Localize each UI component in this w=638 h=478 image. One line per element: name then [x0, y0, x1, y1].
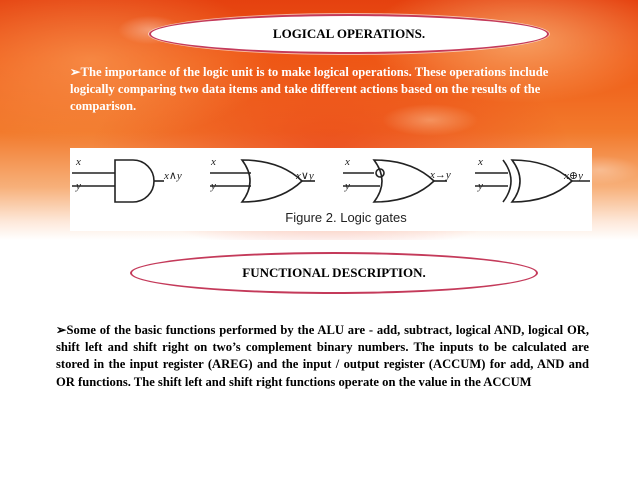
implication-output: x→y [430, 169, 451, 181]
implication-input-y: y [345, 180, 350, 192]
body-paragraph: ➢Some of the basic functions performed b… [56, 323, 589, 389]
implication-gate-icon [343, 159, 447, 203]
heading-logical-operations-text: LOGICAL OPERATIONS. [272, 26, 426, 41]
or-input-y: y [211, 180, 216, 192]
and-gate-icon [72, 159, 164, 203]
logic-gates-figure: x y x∧y x y x∨y x y x→y x y x⊕y Figure 2… [70, 148, 592, 231]
or-gate-icon [210, 159, 315, 203]
heading-functional-description-text: FUNCTIONAL DESCRIPTION. [242, 265, 426, 280]
and-output: x∧y [164, 170, 182, 182]
figure-caption-text: Figure 2. Logic gates [285, 210, 407, 225]
logic-gates-diagram [72, 159, 590, 203]
xor-input-x: x [478, 156, 483, 168]
and-input-x: x [76, 156, 81, 168]
heading-logical-operations: LOGICAL OPERATIONS. [149, 14, 549, 54]
and-input-y: y [76, 180, 81, 192]
or-output: x∨y [296, 170, 314, 182]
figure-caption: Figure 2. Logic gates [70, 210, 592, 225]
or-input-x: x [211, 156, 216, 168]
xor-output: x⊕y [564, 170, 583, 182]
intro-paragraph: ➢The importance of the logic unit is to … [70, 65, 549, 113]
xor-gate-icon [475, 159, 590, 203]
xor-input-y: y [478, 180, 483, 192]
heading-functional-description: FUNCTIONAL DESCRIPTION. [130, 252, 538, 294]
implication-input-x: x [345, 156, 350, 168]
